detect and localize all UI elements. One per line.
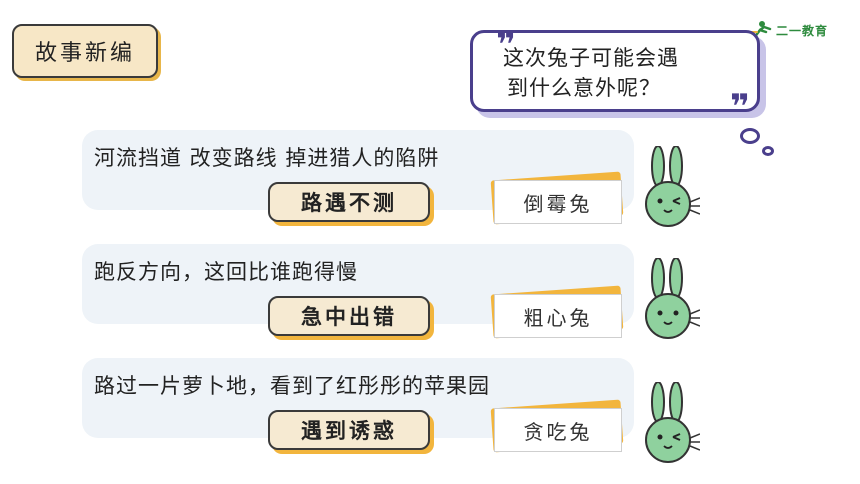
- story-sentence: 跑反方向，这回比谁跑得慢: [94, 260, 358, 284]
- rabbit-name-label: 倒霉兔: [494, 180, 622, 224]
- section-title: 故事新编: [12, 24, 158, 78]
- event-tag: 急中出错: [268, 296, 430, 336]
- rabbit-name-label: 贪吃兔: [494, 408, 622, 452]
- open-quote-icon: ❞: [496, 25, 516, 65]
- bubble-dot-small: [762, 146, 774, 156]
- rabbit-name-card: 粗心兔: [490, 285, 628, 342]
- question-line-2: 到什么意外呢？: [507, 76, 661, 100]
- question-line-1: 这次兔子可能会遇: [503, 46, 679, 70]
- rabbit-wink-icon: [645, 146, 700, 227]
- rabbit-name-card: 贪吃兔: [490, 399, 628, 456]
- story-sentence: 河流挡道 改变路线 掉进猎人的陷阱: [94, 146, 440, 170]
- rabbit-icon: [645, 258, 700, 339]
- logo: 二一教育: [750, 20, 828, 40]
- question-bubble: 这次兔子可能会遇 到什么意外呢？: [470, 30, 760, 112]
- rabbit-wink-icon: [645, 382, 700, 463]
- event-tag: 路遇不测: [268, 182, 430, 222]
- event-tag: 遇到诱惑: [268, 410, 430, 450]
- bubble-dot-large: [740, 128, 760, 144]
- rabbit-name-label: 粗心兔: [494, 294, 622, 338]
- rabbit-name-card: 倒霉兔: [490, 171, 628, 228]
- story-sentence: 路过一片萝卜地，看到了红彤彤的苹果园: [94, 374, 490, 398]
- close-quote-icon: ❞: [730, 87, 750, 127]
- logo-text: 二一教育: [776, 23, 829, 38]
